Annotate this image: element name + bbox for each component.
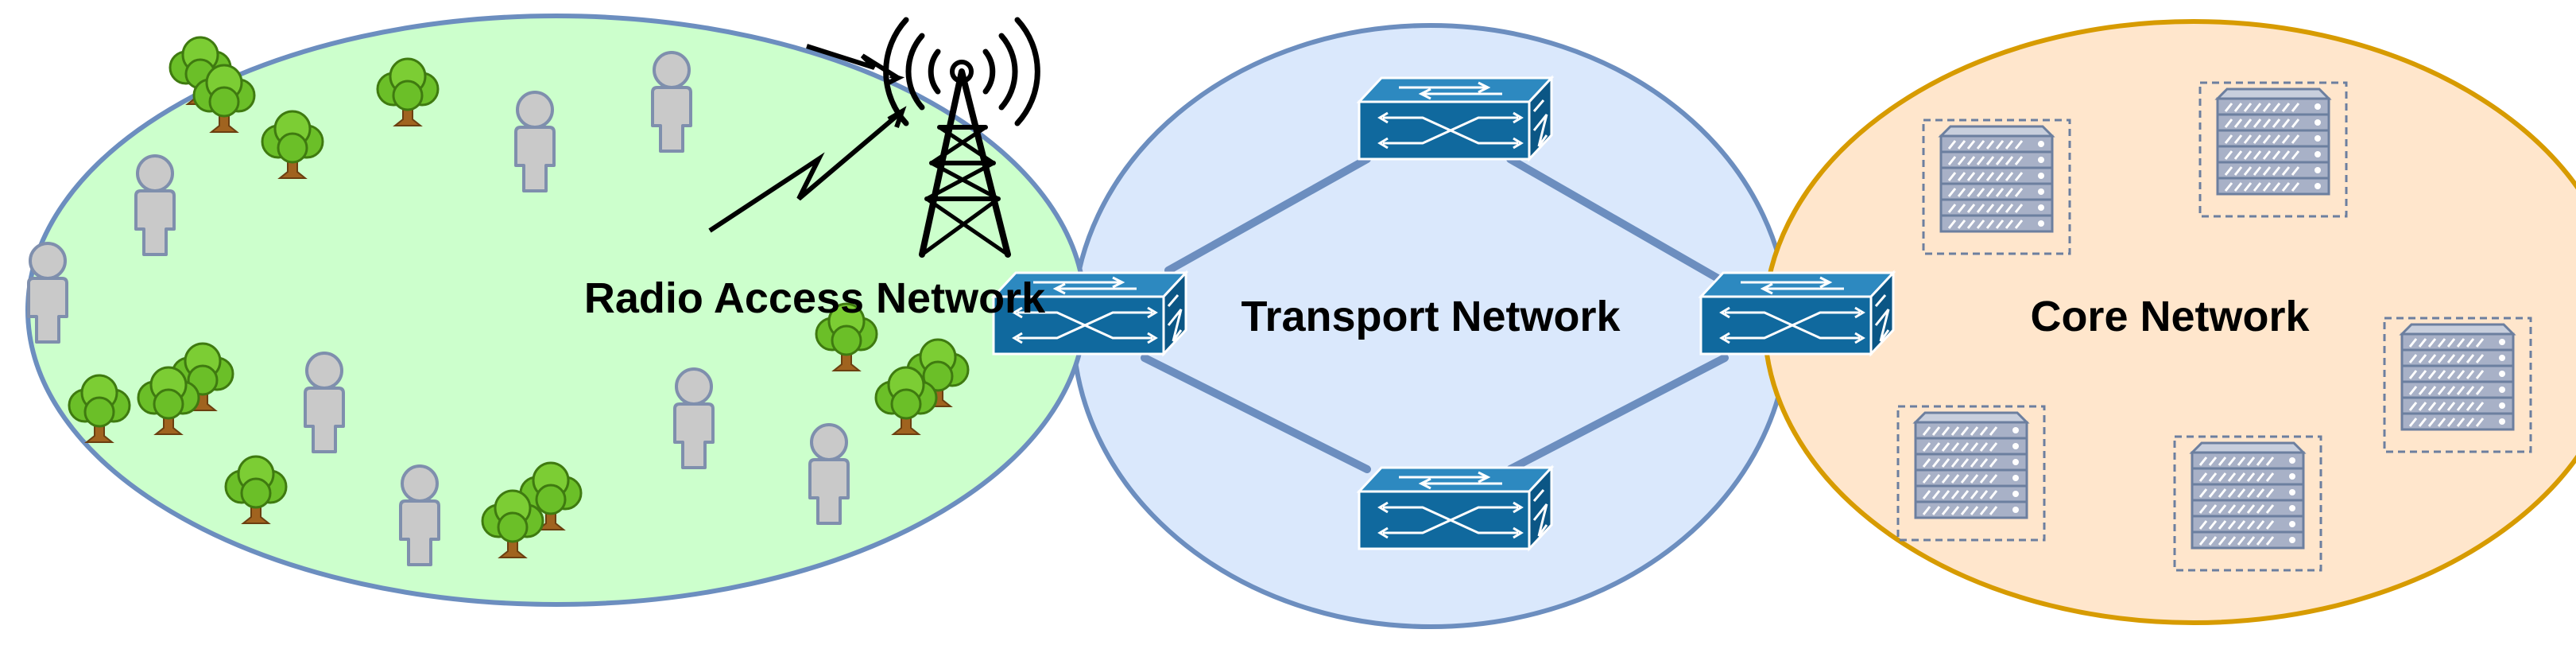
switch-icon [1358, 466, 1553, 550]
link-bottom-right [1506, 354, 1729, 473]
wireless-signal-icon [708, 44, 907, 233]
switch-icon [1699, 271, 1895, 356]
link-left-bottom [1141, 354, 1371, 473]
core-label: Core Network [2030, 293, 2310, 340]
cell-tower-icon [883, 17, 1040, 258]
transport-label: Transport Network [1241, 293, 1621, 340]
switch-icon [1358, 76, 1553, 161]
transport-links [1141, 155, 1729, 473]
ran-label: Radio Access Network [584, 274, 1046, 322]
link-top-right [1506, 155, 1729, 286]
link-left-top [1164, 155, 1371, 274]
